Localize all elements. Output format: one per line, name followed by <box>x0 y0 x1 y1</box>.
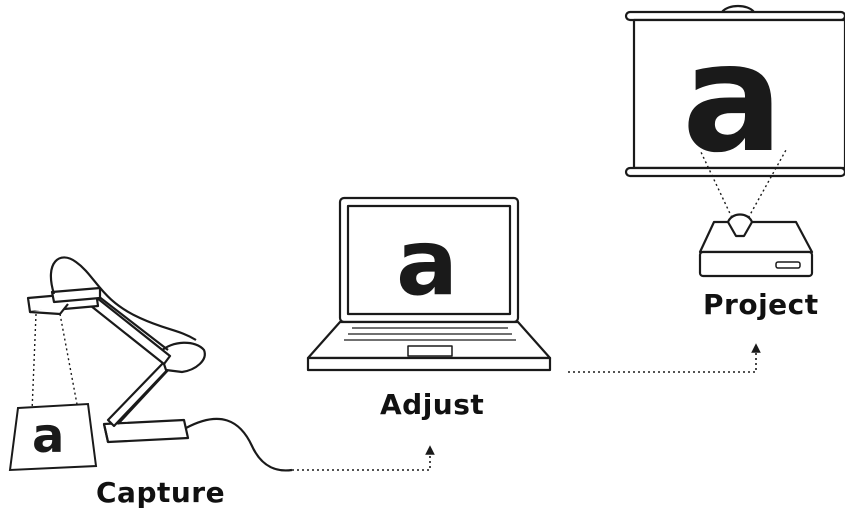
step-label-adjust: Adjust <box>380 388 485 421</box>
screen-glyph: a <box>682 12 783 186</box>
projector <box>698 213 814 278</box>
step-label-project: Project <box>703 288 819 321</box>
projector-beam <box>699 149 787 223</box>
document-camera <box>26 256 293 472</box>
connector-adjust-project <box>568 343 761 373</box>
projection-screen: a <box>624 4 845 186</box>
paper-glyph: a <box>32 408 64 464</box>
paper-sheet: a <box>8 402 98 472</box>
laptop-screen-glyph: a <box>396 209 458 316</box>
connector-capture-adjust <box>292 445 435 471</box>
step-label-capture: Capture <box>96 476 226 509</box>
laptop: a <box>306 196 552 372</box>
